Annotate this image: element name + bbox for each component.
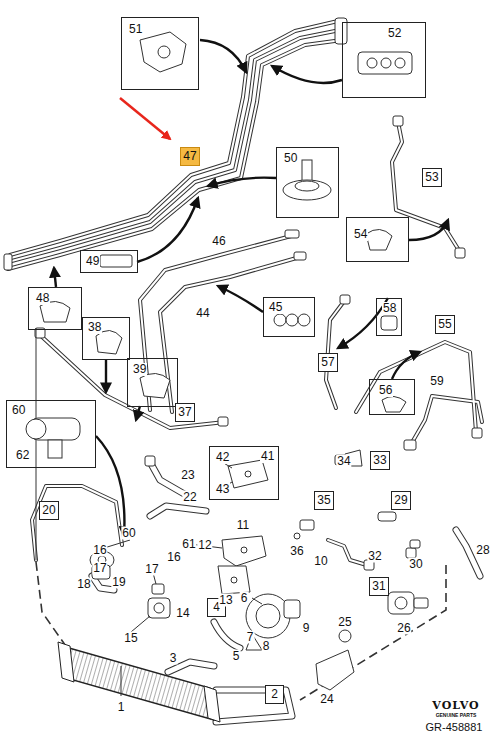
part-detail-box: 48 [28, 287, 82, 330]
callout-number: 60 [11, 404, 26, 417]
callout-box: 29 [391, 491, 411, 510]
callout-number: 1 [117, 701, 126, 714]
part-detail-box: 54 [346, 217, 409, 262]
part-detail-box: 52 [342, 22, 426, 98]
callout-number: 9 [302, 622, 311, 635]
callout-number: 16 [92, 544, 107, 557]
callout-number: 32 [367, 550, 382, 563]
callout-box: 47 [180, 147, 200, 166]
callout-box: 33 [370, 451, 390, 470]
logo-text: GR-458881 [425, 721, 484, 734]
callout-number: 38 [87, 321, 102, 334]
callout-number: 51 [128, 23, 143, 36]
callout-number: 37 [178, 406, 191, 419]
callout-number: 5 [232, 650, 241, 663]
callout-number: 25 [337, 616, 352, 629]
callout-number: 61 [181, 538, 196, 551]
callout-number: 34 [336, 455, 351, 468]
part-detail-box: 45 [263, 297, 315, 337]
part-detail-box: 56 [369, 379, 415, 415]
callout-number: 15 [123, 632, 138, 645]
callout-number: 24 [319, 693, 334, 706]
logo-text: VOLVO [431, 699, 480, 712]
part-detail-box: 49 [80, 250, 138, 273]
callout-number: 39 [132, 363, 147, 376]
callout-number: 7 [246, 631, 255, 644]
callout-number: 10 [313, 555, 328, 568]
callout-number: 2 [271, 688, 278, 701]
callout-number: 41 [260, 450, 275, 463]
callout-box: 20 [39, 501, 59, 520]
part-detail-box: 58 [376, 298, 402, 336]
callout-number: 56 [378, 384, 393, 397]
callout-number: 33 [373, 454, 386, 467]
callout-number: 28 [475, 544, 490, 557]
callout-number: 52 [387, 27, 402, 40]
callout-number: 45 [268, 301, 283, 314]
callout-number: 43 [215, 483, 230, 496]
callout-number: 50 [283, 152, 298, 165]
callout-number: 53 [425, 171, 438, 184]
callout-number: 59 [429, 375, 444, 388]
callout-box: 37 [175, 403, 195, 422]
callout-box: 31 [369, 577, 389, 596]
callout-number: 58 [382, 302, 397, 315]
callout-number: 18 [76, 578, 91, 591]
callout-number: 20 [42, 504, 55, 517]
callout-number: 62 [15, 449, 30, 462]
callout-number: 47 [183, 150, 196, 163]
callout-number: 48 [35, 292, 50, 305]
part-detail-box: 38 [82, 317, 130, 360]
callout-number: 30 [408, 558, 423, 571]
callout-number: 57 [321, 356, 334, 369]
callout-number: 35 [317, 494, 330, 507]
callout-number: 60 [121, 527, 136, 540]
callout-number: 55 [438, 318, 451, 331]
part-detail-box: 50 [276, 147, 339, 218]
callout-number: 14 [175, 607, 190, 620]
callout-box: 57 [318, 353, 338, 372]
callout-number: 26 [396, 622, 411, 635]
part-detail-box: 51 [121, 17, 199, 90]
callout-number: 3 [169, 652, 178, 665]
callout-number: 46 [211, 235, 226, 248]
callout-number: 42 [215, 451, 230, 464]
callout-number: 17 [92, 562, 107, 575]
part-detail-box: 60 62 [6, 400, 96, 468]
callout-number: 29 [394, 494, 407, 507]
callout-number: 36 [289, 545, 304, 558]
part-detail-box: 42 41 43 [209, 446, 279, 500]
callout-number: 16 [166, 551, 181, 564]
callout-number: 31 [372, 580, 385, 593]
callout-number: 22 [182, 491, 197, 504]
callout-number: 17 [144, 563, 159, 576]
callout-number: 11 [236, 519, 250, 532]
callout-number: 12 [197, 539, 212, 552]
callout-number: 23 [180, 469, 195, 482]
callout-number: 44 [195, 307, 210, 320]
callout-number: 49 [85, 255, 100, 268]
callout-box: 2 [265, 685, 284, 704]
callout-box: 35 [314, 491, 334, 510]
callout-box: 53 [422, 168, 442, 187]
callout-number: 54 [353, 228, 368, 241]
callout-number: 8 [262, 640, 271, 653]
callout-box: 55 [435, 315, 455, 334]
callout-number: 6 [240, 592, 249, 605]
logo-text: GENUINE PARTS [435, 712, 478, 718]
callout-number: 19 [111, 576, 126, 589]
part-detail-box: 39 [127, 358, 178, 407]
callout-number: 13 [218, 594, 233, 607]
